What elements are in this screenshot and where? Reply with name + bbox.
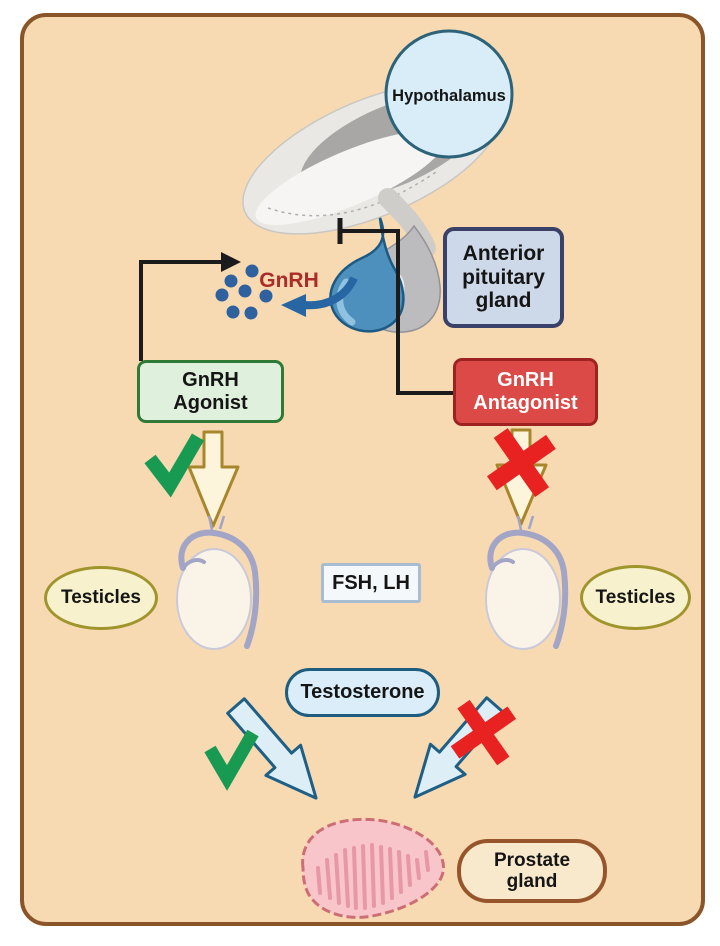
testicle-illustration-left [176, 515, 260, 650]
checkmark-icon [204, 729, 259, 791]
testicles-label-left: Testicles [44, 566, 158, 630]
antagonist-inhibit-line [337, 218, 454, 395]
hypothalamus-circle [384, 29, 514, 159]
gnrh-agonist-box: GnRH Agonist [137, 360, 284, 423]
diagonal-arrow-left [226, 697, 318, 800]
prostate-illustration [301, 817, 445, 919]
testicles-label-right: Testicles [580, 565, 691, 630]
anterior-pituitary-shape [329, 217, 405, 333]
anterior-pituitary-box: Anterior pituitary gland [443, 227, 564, 328]
prostate-gland-label: Prostate gland [457, 839, 607, 903]
hypothalamus-label: Hypothalamus [392, 86, 506, 105]
gnrh-dots [215, 264, 273, 320]
gnrh-label: GnRH [259, 269, 319, 293]
testicle-illustration-right [485, 515, 569, 650]
gnrh-antagonist-box: GnRH Antagonist [453, 358, 598, 426]
gnrh-release-arrow [281, 276, 358, 317]
cross-icon [486, 428, 556, 497]
cross-icon [450, 699, 517, 766]
fsh-lh-box: FSH, LH [321, 563, 421, 603]
down-arrow-left [187, 430, 240, 528]
testosterone-box: Testosterone [285, 668, 440, 717]
checkmark-icon [144, 433, 205, 498]
agonist-feedback-arrow [139, 252, 241, 361]
